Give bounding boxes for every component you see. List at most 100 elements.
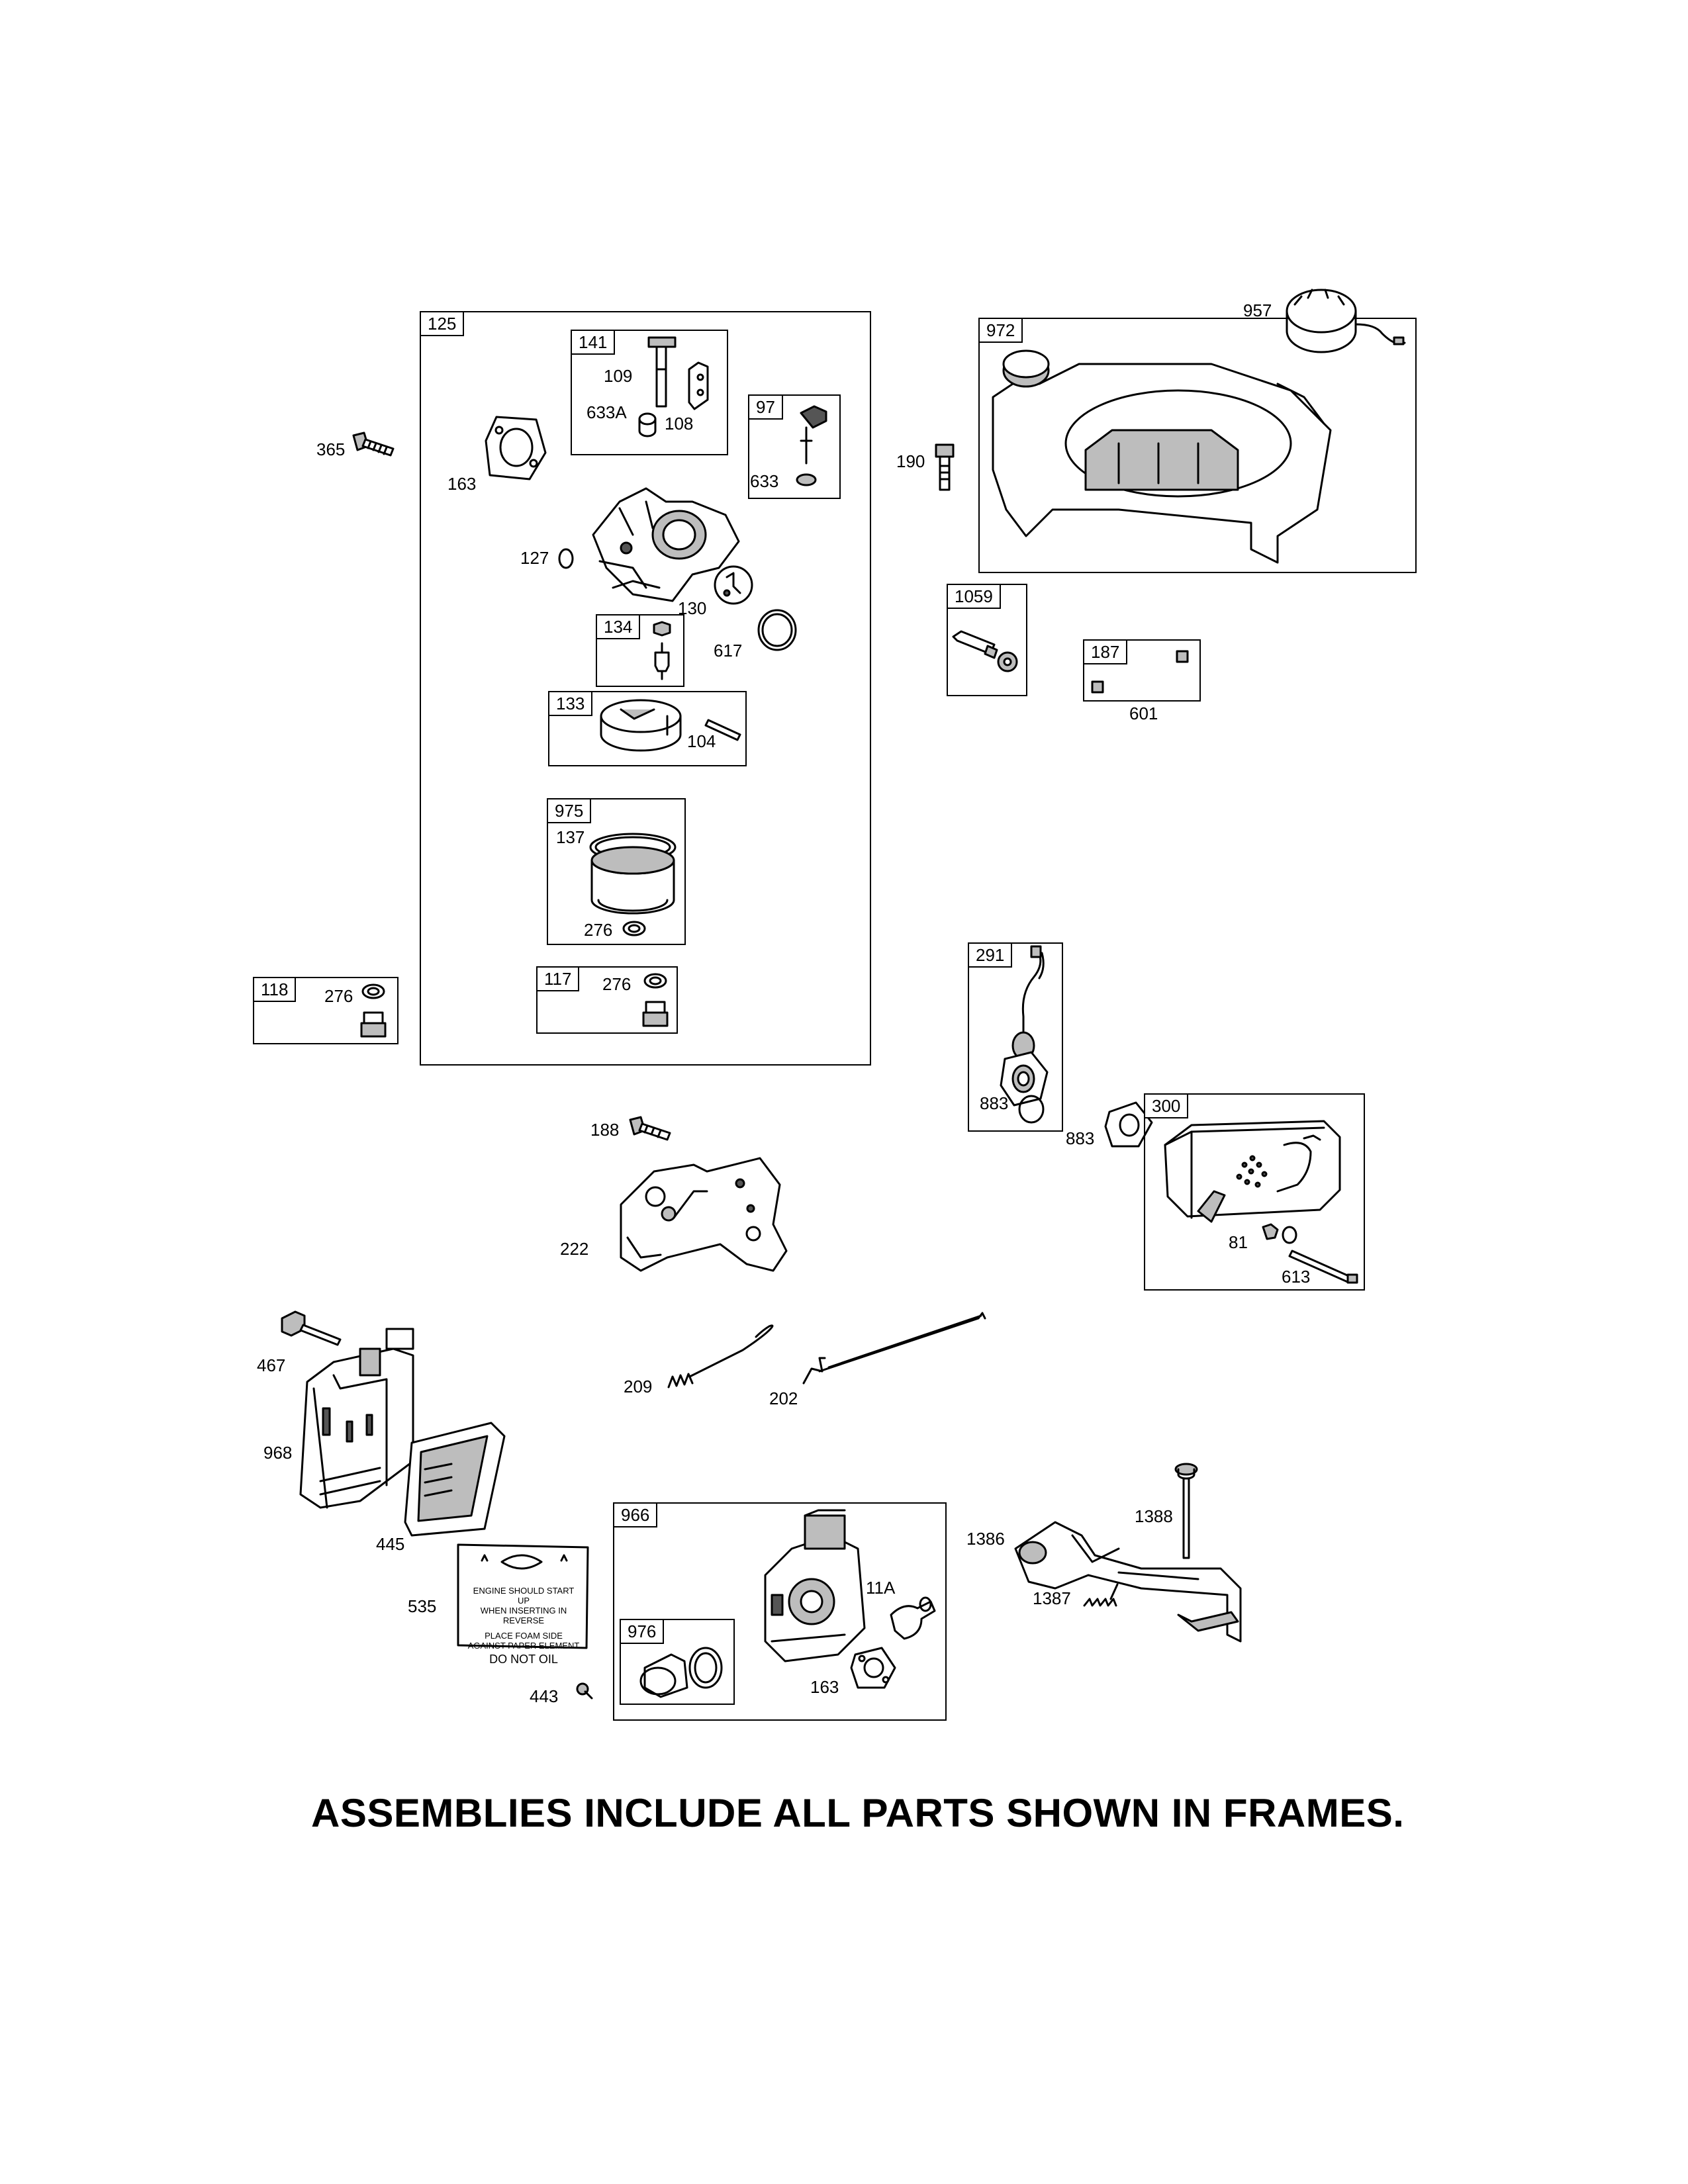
part-222-label: 222 [560,1239,589,1259]
control-bracket-222-part [620,1157,788,1272]
part-613-label: 613 [1282,1267,1311,1287]
frame-97-tag: 97 [748,394,783,420]
elbow-11a-part [890,1596,936,1640]
decal-line-4: AGAINST PAPER ELEMENT [467,1641,580,1651]
screw-443-part [576,1682,593,1700]
o-ring-617-part [757,609,797,651]
carburetor-body-part [592,487,740,602]
bowl-nut-117-part [642,973,669,1027]
part-188-label: 188 [590,1120,620,1140]
assemblies-note: ASSEMBLIES INCLUDE ALL PARTS SHOWN IN FR… [311,1791,1405,1835]
part-163-top-label: 163 [447,474,477,494]
primer-291-part [1000,945,1049,1124]
part-11a-label: 11A [866,1578,896,1598]
part-445-label: 445 [376,1534,405,1554]
decal-535-part [457,1543,589,1649]
float-needle-pin-part [638,336,709,437]
frame-975: 975 [547,798,686,945]
part-1386-label: 1386 [966,1529,1005,1549]
frame-117: 117 [536,966,678,1034]
part-190-label: 190 [896,451,925,471]
part-883-label: 883 [1066,1128,1095,1148]
part-163-lower-label: 163 [810,1677,839,1697]
stud-613-part [1288,1250,1358,1284]
pump-plate-130-part [714,565,753,605]
part-957-label: 957 [1243,300,1272,320]
nut-81-part [1262,1223,1297,1244]
frame-117-tag: 117 [536,966,580,991]
part-968-label: 968 [263,1443,293,1463]
spring-209-part [667,1324,774,1388]
frame-1059: 1059 [947,584,1027,696]
frame-300: 300 [1144,1093,1365,1291]
frame-966-tag: 966 [613,1502,658,1527]
gasket-883-part [1104,1101,1153,1148]
frame-141-tag: 141 [571,330,616,355]
part-1387-label: 1387 [1033,1588,1071,1608]
frame-972-tag: 972 [978,318,1023,343]
frame-118: 118 [253,977,399,1044]
decal-line-5: DO NOT OIL [489,1653,558,1666]
frame-1059-tag: 1059 [947,584,1001,609]
part-1388-label: 1388 [1135,1506,1173,1526]
part-209-label: 209 [624,1377,653,1396]
decal-line-3: PLACE FOAM SIDE [485,1631,563,1641]
part-633-label: 633 [750,471,779,491]
part-276-bowl-label: 276 [584,920,613,940]
part-443-label: 443 [530,1686,559,1706]
screw-1388-part [1174,1463,1198,1559]
needle-valve-part [653,621,671,680]
frame-133: 133 [548,691,747,766]
frame-125: 125 [420,311,871,1066]
part-276-118-label: 276 [324,986,353,1006]
gasket-163-lower-part [850,1647,896,1689]
part-365-label: 365 [316,439,346,459]
float-bowl-975-part [589,833,677,915]
frame-300-tag: 300 [1144,1093,1189,1118]
frame-187: 187 [1083,639,1201,702]
part-127-label: 127 [520,548,549,568]
frame-125-tag: 125 [420,311,465,336]
fuel-cap-957-part [1286,289,1406,353]
decal-line-2: WHEN INSERTING IN REVERSE [480,1606,567,1625]
frame-976: 976 [620,1619,735,1705]
pin-104-part [704,719,741,741]
decal-line-1: ENGINE SHOULD START UP [473,1586,575,1606]
part-535-label: 535 [408,1596,437,1616]
choke-shaft-part [796,405,827,486]
frame-133-tag: 133 [548,691,593,716]
frame-291-tag: 291 [968,942,1013,968]
frame-187-tag: 187 [1083,639,1128,664]
frame-972: 972 [978,318,1417,573]
part-617-label: 617 [714,641,743,660]
governor-link-202-part [802,1312,986,1385]
frame-134: 134 [596,614,684,687]
screw-365-part [352,432,395,457]
washer-276-bowl-part [622,921,646,936]
frame-118-tag: 118 [253,977,297,1002]
frame-134-tag: 134 [596,614,641,639]
frame-976-tag: 976 [620,1619,665,1644]
fuel-tank-part [992,349,1332,564]
o-ring-127-part [558,548,574,569]
screw-188-part [629,1116,671,1141]
air-filter-445-part [404,1422,506,1537]
part-108-label: 108 [665,414,694,433]
fuel-fitting-1059-part [952,630,1018,672]
part-883-primer-label: 883 [980,1093,1009,1113]
knob-467-part [281,1310,342,1346]
part-633a-label: 633A [586,402,627,422]
float-133-part [600,699,682,752]
bowl-nut-118-part [360,983,387,1038]
decal-text-block: ENGINE SHOULD START UP WHEN INSERTING IN… [466,1586,581,1666]
part-137-label: 137 [556,827,585,847]
part-601-label: 601 [1129,704,1158,723]
part-81-label: 81 [1229,1232,1248,1252]
gasket-163-top-part [485,416,547,480]
frame-975-tag: 975 [547,798,592,823]
part-276-117-label: 276 [602,974,632,994]
part-467-label: 467 [257,1355,286,1375]
bolt-190-part [935,443,955,491]
part-104-label: 104 [687,731,716,751]
frame-141: 141 [571,330,728,455]
